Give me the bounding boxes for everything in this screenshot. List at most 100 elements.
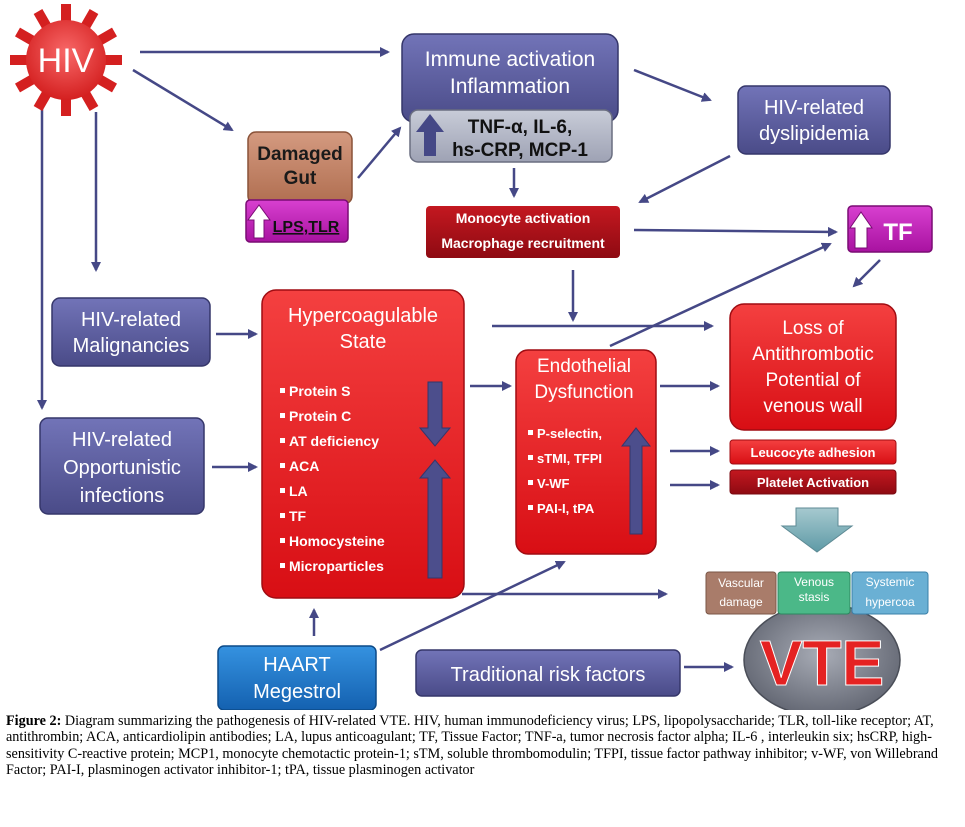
monocyte-line1: Monocyte activation — [456, 210, 591, 226]
bullet-icon — [280, 438, 285, 443]
vte-label: VTE — [760, 627, 884, 699]
triad-vascular-line2: damage — [719, 595, 763, 609]
endothelial-item: PAI-I, tPA — [537, 501, 595, 516]
immune-activation-node: Immune activation Inflammation TNF-α, IL… — [401, 33, 619, 163]
monocyte-node: Monocyte activation Macrophage recruitme… — [426, 206, 620, 258]
bullet-icon — [280, 413, 285, 418]
bullet-icon — [280, 463, 285, 468]
bullet-icon — [280, 513, 285, 518]
bullet-icon — [528, 505, 533, 510]
infections-line3: infections — [80, 485, 165, 507]
dyslipidemia-line1: HIV-related — [764, 97, 864, 119]
endothelial-box — [515, 349, 657, 555]
loss-line3: Potential of — [765, 370, 861, 391]
hypercoag-item: TF — [289, 508, 307, 524]
virus-spike — [61, 4, 71, 24]
triad-vascular-box — [705, 571, 777, 615]
bullet-icon — [280, 388, 285, 393]
cytokines-line1: TNF-α, IL-6, — [468, 117, 573, 138]
hypercoagulable-box — [261, 289, 465, 599]
arrow-haart-to-endothelial — [379, 560, 566, 652]
gut-line2: Gut — [284, 168, 317, 189]
figure-caption: Figure 2: Diagram summarizing the pathog… — [6, 713, 958, 779]
loss-line4: venous wall — [763, 396, 862, 417]
arrow-dyslipidemia-to-monocyte — [638, 154, 731, 204]
hiv-virus-node: HIV — [10, 4, 122, 116]
cytokines-box — [409, 109, 613, 163]
loss-antithrombotic-box — [729, 303, 897, 431]
triad-venous-line2: stasis — [799, 590, 830, 604]
leucocyte-box — [729, 439, 897, 465]
bullet-icon — [280, 488, 285, 493]
bullet-icon — [528, 455, 533, 460]
arrow-hiv-to-gut — [132, 68, 234, 132]
infections-node: HIV-related Opportunistic infections — [39, 417, 205, 515]
big-down-arrow-icon — [780, 507, 854, 553]
triad-vascular-line1: Vascular — [718, 576, 764, 590]
hypercoag-title-line1: Hypercoagulable — [288, 305, 438, 327]
malignancies-node: HIV-related Malignancies — [51, 297, 211, 367]
platelet-node: Platelet Activation — [729, 469, 897, 495]
caption-label: Figure 2: — [6, 713, 62, 729]
traditional-risk-box — [415, 649, 681, 697]
bullet-icon — [528, 480, 533, 485]
hypercoag-item: Microparticles — [289, 558, 384, 574]
triad-systemic-line1: Systemic — [866, 575, 915, 589]
monocyte-line2: Macrophage recruitment — [441, 235, 605, 251]
virus-spike — [61, 96, 71, 116]
up-arrow-icon — [416, 114, 444, 156]
bullet-icon — [280, 563, 285, 568]
dyslipidemia-line2: dyslipidemia — [759, 123, 870, 145]
tf-label: TF — [883, 219, 912, 246]
gut-markers-label: LPS,TLR — [273, 219, 340, 236]
virus-spikes — [10, 4, 122, 116]
haart-node: HAART Megestrol — [217, 645, 377, 710]
traditional-risk-node: Traditional risk factors — [415, 649, 681, 697]
platelet-box — [729, 469, 897, 495]
hypercoag-title-line2: State — [340, 331, 387, 353]
connector-arrows — [37, 47, 881, 672]
hypercoag-item: Homocysteine — [289, 533, 385, 549]
haart-line1: HAART — [263, 654, 330, 676]
malignancies-line2: Malignancies — [73, 335, 190, 357]
endothelial-node: Endothelial Dysfunction P-selectin,sTMI,… — [515, 349, 657, 555]
triad-systemic-line2: hypercoa — [865, 595, 915, 609]
hiv-label: HIV — [38, 42, 95, 80]
up-arrow-icon — [849, 211, 873, 249]
endothelial-title-line2: Dysfunction — [534, 382, 633, 403]
up-arrow-icon — [620, 427, 652, 535]
malignancies-box — [51, 297, 211, 367]
virus-spike — [102, 55, 122, 65]
up-arrow-icon — [418, 459, 452, 579]
endothelial-item: P-selectin, — [537, 426, 602, 441]
traditional-risk-label: Traditional risk factors — [451, 664, 646, 686]
tf-node: TF — [847, 205, 933, 253]
up-arrow-icon — [247, 204, 271, 239]
dyslipidemia-node: HIV-related dyslipidemia — [737, 85, 891, 155]
hypercoag-item: Protein S — [289, 383, 350, 399]
bullet-icon — [528, 430, 533, 435]
leucocyte-node: Leucocyte adhesion — [729, 439, 897, 465]
infections-line2: Opportunistic — [63, 457, 181, 479]
triad-systemic-box — [851, 571, 929, 615]
arrow-gut-to-immune — [357, 126, 402, 179]
loss-line1: Loss of — [782, 318, 844, 339]
arrow-tf-to-loss — [852, 259, 881, 288]
haart-box — [217, 645, 377, 710]
endothelial-item: sTMI, TFPI — [537, 451, 602, 466]
triad-venous-line1: Venous — [794, 575, 834, 589]
gut-line1: Damaged — [257, 144, 343, 165]
platelet-label: Platelet Activation — [757, 475, 869, 490]
cytokines-line2: hs-CRP, MCP-1 — [452, 140, 588, 161]
infections-box — [39, 417, 205, 515]
tf-box — [847, 205, 933, 253]
triad-venous-box — [777, 571, 851, 615]
loss-line2: Antithrombotic — [752, 344, 873, 365]
vte-node: VTE — [743, 603, 901, 710]
arrow-monocyte-to-tf — [633, 226, 838, 237]
bullet-icon — [280, 538, 285, 543]
down-arrow-icon — [418, 381, 452, 447]
